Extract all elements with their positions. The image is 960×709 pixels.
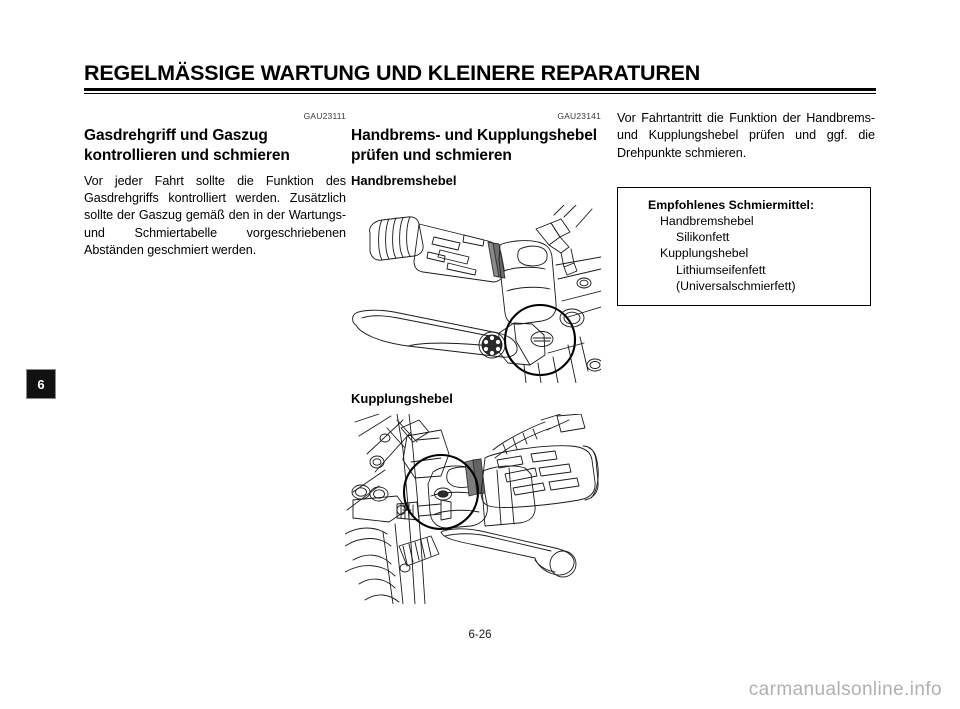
subsection-title-clutch-lever: Kupplungshebel: [351, 391, 453, 406]
section-title-levers: Handbrems- und Kupplungshebel prüfen und…: [351, 127, 597, 164]
gau-code-middle: GAU23141: [557, 111, 601, 121]
page-header: REGELMÄSSIGE WARTUNG UND KLEINERE REPARA…: [84, 62, 876, 94]
recommended-lubricant-box: Empfohlenes Schmiermittel: Handbremshebe…: [617, 187, 871, 307]
lubricant-item-clutch-lever-value: Lithiumseifenfett: [676, 262, 766, 277]
lubricant-item-clutch-lever-note: (Universalschmierfett): [676, 278, 796, 293]
section-title-throttle: Gasdrehgriff und Gaszug kontrollieren un…: [84, 127, 290, 164]
page-title: REGELMÄSSIGE WARTUNG UND KLEINERE REPARA…: [84, 61, 701, 85]
header-rule-thin: [84, 92, 876, 94]
kupplungshebel-illustration: [345, 414, 601, 604]
body-text-levers: Vor Fahrtantritt die Funktion der Handbr…: [617, 111, 875, 160]
handbremshebel-illustration: [348, 205, 601, 383]
subsection-title-clutch-lever-wrapper: Kupplungshebel: [351, 391, 601, 408]
page-number: 6-26: [468, 629, 492, 641]
watermark: carmanualsonline.info: [748, 679, 942, 700]
header-rule-thick: [84, 87, 876, 91]
lubricant-item-brake-lever-label: Handbremshebel: [660, 214, 754, 228]
lubricant-item-brake-lever-value: Silikonfett: [676, 230, 730, 245]
right-column: Vor Fahrtantritt die Funktion der Handbr…: [617, 110, 875, 162]
chapter-tab-label: 6: [37, 376, 45, 392]
middle-column: GAU23141 Handbrems- und Kupplungshebel p…: [351, 110, 601, 196]
body-text-throttle: Vor jeder Fahrt sollte die Funktion des …: [84, 173, 346, 258]
left-column: GAU23111 Gasdrehgriff und Gaszug kontrol…: [84, 110, 346, 260]
gau-code-left: GAU23111: [303, 111, 346, 121]
subsection-title-brake-lever: Handbremshebel: [351, 172, 457, 188]
lubricant-item-clutch-lever-label: Kupplungshebel: [660, 246, 749, 261]
lubricant-box-title: Empfohlenes Schmiermittel:: [648, 198, 815, 212]
chapter-tab[interactable]: 6: [26, 369, 56, 399]
